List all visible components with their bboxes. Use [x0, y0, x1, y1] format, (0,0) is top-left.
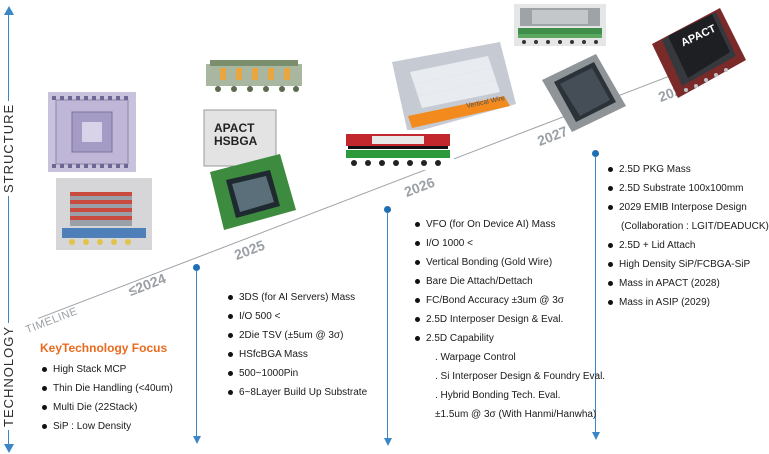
drop-line-2027: [595, 156, 596, 434]
list-item: 2.5D Capability: [415, 329, 605, 348]
list-item: 3DS (for AI Servers) Mass: [228, 288, 367, 307]
list-item: SiP : Low Density: [42, 417, 173, 436]
list-item: 2Die TSV (±5um @ 3σ): [228, 326, 367, 345]
list-item: VFO (for On Device AI) Mass: [415, 215, 605, 234]
list-item: 2029 EMIB Interpose Design: [608, 198, 769, 217]
package-label: APACT HSBGA: [214, 121, 258, 148]
list-item: FC/Bond Accuracy ±3um @ 3σ: [415, 291, 605, 310]
list-item: Thin Die Handling (<40um): [42, 379, 173, 398]
list-item: High Stack MCP: [42, 360, 173, 379]
list-item: Mass in APACT (2028): [608, 274, 769, 293]
vertical-axis-line: [8, 14, 9, 446]
list-2025: 3DS (for AI Servers) Mass I/O 500 < 2Die…: [228, 288, 367, 402]
key-technology-focus-title: KeyTechnology Focus: [40, 341, 168, 355]
list-2027: 2.5D PKG Mass 2.5D Substrate 100x100mm 2…: [608, 160, 769, 312]
vertical-wire-stack-image: [392, 42, 516, 134]
interposer-package-image: [542, 54, 626, 132]
list-item: 2.5D PKG Mass: [608, 160, 769, 179]
tsv-stack-image: [206, 60, 302, 92]
year-label-2026: 2026: [402, 173, 437, 200]
list-item: 500~1000Pin: [228, 364, 367, 383]
axis-down-arrow-icon: [4, 444, 14, 453]
technology-axis-label: TECHNOLOGY: [1, 322, 16, 430]
list-item: 2.5D Substrate 100x100mm: [608, 179, 769, 198]
list-subitem: (Collaboration : LGIT/DEADUCK): [621, 221, 769, 232]
list-item: HSfcBGA Mass: [228, 345, 367, 364]
interposer-side-view-image: [514, 4, 606, 46]
list-item: Multi Die (22Stack): [42, 398, 173, 417]
list-subitem: . Hybrid Bonding Tech. Eval.: [435, 390, 561, 401]
list-item: 6~8Layer Build Up Substrate: [228, 383, 367, 402]
list-subitem: ±1.5um @ 3σ (With Hanmi/Hanwha): [435, 409, 597, 420]
axis-up-arrow-icon: [4, 6, 14, 15]
list-subitem: . Si Interposer Design & Foundry Eval.: [435, 371, 606, 382]
milestone-dot-2026: [384, 206, 391, 213]
list-item: Vertical Bonding (Gold Wire): [415, 253, 605, 272]
flip-chip-cross-section-image: [342, 130, 454, 170]
list-subitem: . Warpage Control: [435, 352, 516, 363]
drop-line-2025: [196, 270, 197, 438]
focus-list: High Stack MCP Thin Die Handling (<40um)…: [42, 360, 173, 436]
list-item: 2.5D Interposer Design & Eval.: [415, 310, 605, 329]
apact-hsbga-package-image: [203, 109, 296, 230]
list-item: High Density SiP/FCBGA-SiP: [608, 255, 769, 274]
list-item: Bare Die Attach/Dettach: [415, 272, 605, 291]
mcp-top-view-image: [48, 92, 136, 172]
milestone-dot-2025: [193, 264, 200, 271]
drop-arrow-2026-icon: [384, 438, 392, 446]
drop-line-2026: [387, 212, 388, 440]
drop-arrow-2025-icon: [193, 436, 201, 444]
mcp-cross-section-image: [56, 178, 152, 250]
timeline-label: TIMELINE: [24, 305, 80, 337]
list-2026: VFO (for On Device AI) Mass I/O 1000 < V…: [415, 215, 605, 424]
drop-arrow-2027-icon: [592, 432, 600, 440]
apact-package-diagram-image: [652, 8, 746, 98]
year-label-2024: ≤2024: [126, 270, 168, 299]
list-item: I/O 1000 <: [415, 234, 605, 253]
list-item: I/O 500 <: [228, 307, 367, 326]
structure-axis-label: STRUCTURE: [1, 100, 16, 196]
list-item: 2.5D + Lid Attach: [608, 236, 769, 255]
milestone-dot-2027: [592, 150, 599, 157]
list-item: Mass in ASIP (2029): [608, 293, 769, 312]
